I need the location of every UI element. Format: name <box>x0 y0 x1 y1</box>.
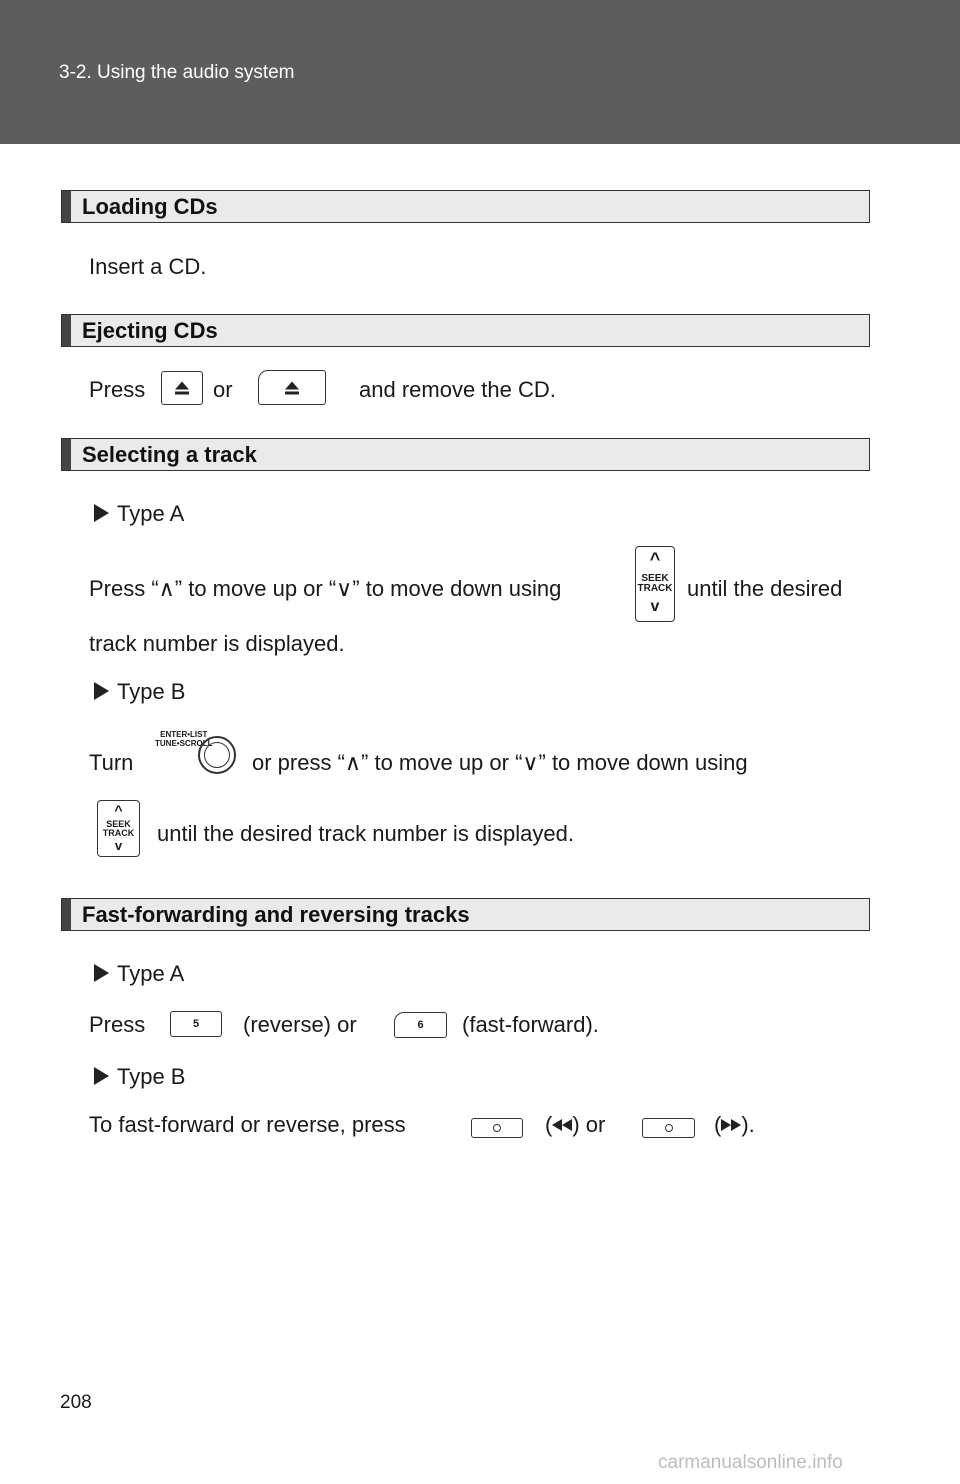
type-a-instruction-line2: track number is displayed. <box>89 631 345 656</box>
section-header-loading: Loading CDs <box>61 190 870 223</box>
type-b-instruction: or press “∧” to move up or “∨” to move d… <box>252 750 748 775</box>
type-b-fast-text: To fast-forward or reverse, press <box>89 1112 406 1137</box>
eject-rest-text: and remove the CD. <box>359 377 556 402</box>
preset-6-button: 6 <box>394 1012 447 1038</box>
triangle-bullet-icon <box>94 964 109 982</box>
button-dot-icon <box>664 1124 673 1132</box>
rewind-paren: () or <box>545 1112 606 1137</box>
section-title: Selecting a track <box>82 442 257 467</box>
press-text: Press <box>89 377 146 402</box>
type-a-label: Type A <box>94 501 184 527</box>
fast-forward-button <box>642 1118 695 1138</box>
press-text: Press <box>89 1012 146 1037</box>
turn-text: Turn <box>89 750 134 775</box>
section-title: Fast-forwarding and reversing tracks <box>82 902 470 927</box>
forward-text: (fast-forward). <box>462 1012 599 1037</box>
or-text: or <box>213 377 233 402</box>
button-dot-icon <box>493 1124 501 1132</box>
type-a-instruction: Press “∧” to move up or “∨” to move down… <box>89 576 562 601</box>
page-number: 208 <box>60 1392 92 1413</box>
section-header-fast: Fast-forwarding and reversing tracks <box>61 898 870 931</box>
eject-icon <box>285 381 299 394</box>
preset-5-button: 5 <box>170 1011 222 1037</box>
seek-track-button-large: ^ SEEK TRACK v <box>635 546 675 622</box>
type-a-instruction-cont: until the desired <box>687 576 843 601</box>
section-title: Loading CDs <box>82 194 218 219</box>
triangle-bullet-icon <box>94 682 109 700</box>
watermark: carmanualsonline.info <box>658 1452 843 1473</box>
seek-track-button-small: ^ SEEK TRACK v <box>97 800 140 857</box>
section-title: Ejecting CDs <box>82 318 218 343</box>
type-b-instruction-line2: until the desired track number is displa… <box>157 821 574 846</box>
reverse-button <box>471 1118 523 1138</box>
section-header-ejecting: Ejecting CDs <box>61 314 870 347</box>
knob-label: ENTER•LIST TUNE•SCROLL <box>155 730 213 748</box>
eject-button-wide <box>258 370 326 405</box>
tune-knob-icon <box>198 736 236 774</box>
type-a-label: Type A <box>94 961 184 987</box>
loading-text: Insert a CD. <box>89 254 207 279</box>
chevron-down-icon: v <box>650 598 660 615</box>
chevron-down-icon: v <box>114 838 123 853</box>
type-b-label: Type B <box>94 679 185 705</box>
eject-button-small <box>161 371 203 405</box>
header-bar: 3-2. Using the audio system <box>0 0 960 144</box>
section-header-selecting: Selecting a track <box>61 438 870 471</box>
rewind-icon <box>552 1119 563 1131</box>
reverse-text: (reverse) or <box>243 1012 357 1037</box>
breadcrumb: 3-2. Using the audio system <box>59 62 295 83</box>
triangle-bullet-icon <box>94 504 109 522</box>
triangle-bullet-icon <box>94 1067 109 1085</box>
fast-forward-icon <box>721 1119 732 1131</box>
forward-paren: (). <box>714 1112 755 1137</box>
eject-icon <box>175 381 189 395</box>
type-b-label: Type B <box>94 1064 185 1090</box>
chevron-up-icon: ^ <box>114 802 123 818</box>
chevron-up-icon: ^ <box>649 549 661 569</box>
